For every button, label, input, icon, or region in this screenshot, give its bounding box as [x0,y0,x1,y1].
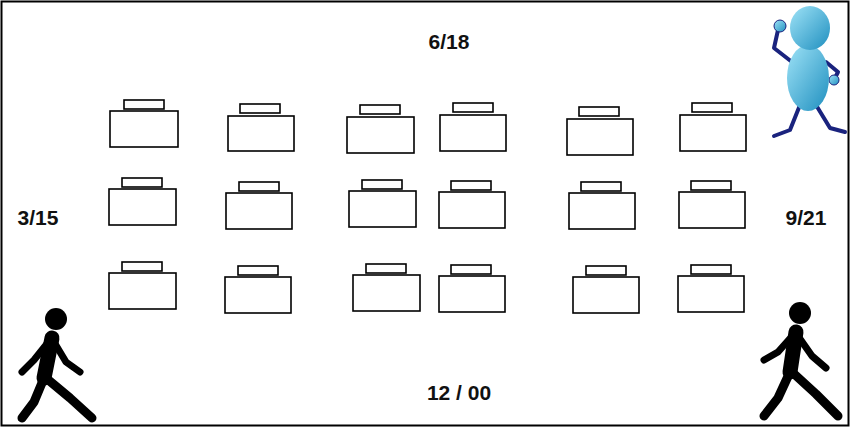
direction-label: 12 / 00 [427,381,491,405]
direction-label: 9/21 [786,206,827,230]
blue-figure [774,6,845,136]
direction-label: 6/18 [429,30,470,54]
walking-figure [764,302,838,416]
desk-grid [109,100,746,313]
walking-figure [22,308,92,418]
direction-label: 3/15 [18,206,59,230]
